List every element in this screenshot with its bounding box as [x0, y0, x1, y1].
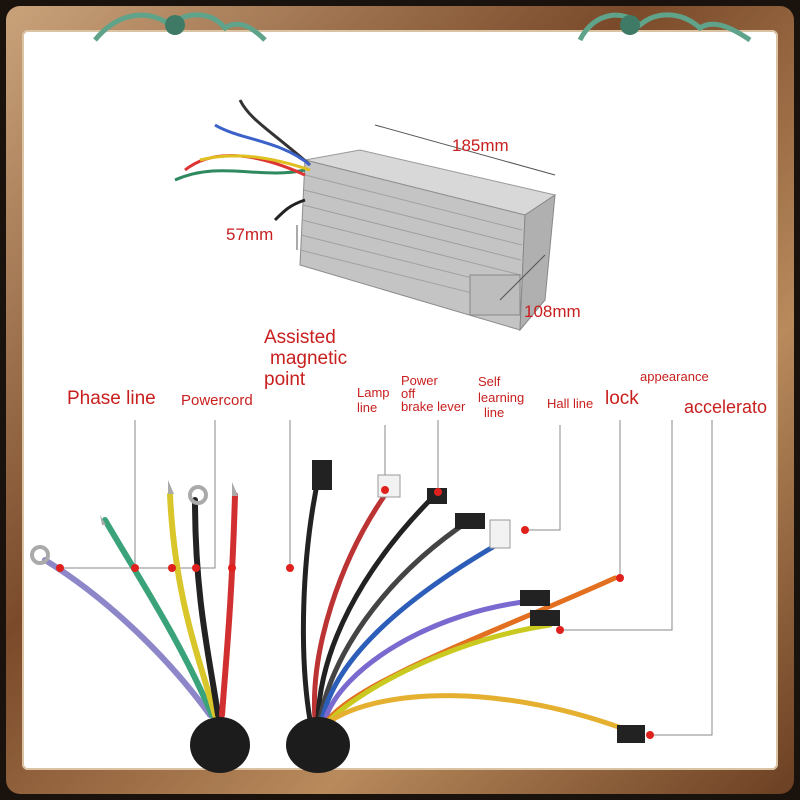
ornament-right-icon — [577, 12, 752, 43]
connector-icons — [312, 460, 645, 743]
self-learning-label-line3: line — [484, 405, 505, 420]
controller-box — [299, 149, 557, 332]
controller-wires — [174, 99, 311, 222]
appearance-label: appearance — [640, 369, 709, 384]
left-wire-bundle — [42, 492, 238, 718]
self-learning-label-line2: learning — [478, 390, 525, 405]
left-grommet — [190, 717, 250, 773]
power-label-line2: off — [401, 386, 416, 401]
phase-line-label: Phase line — [67, 388, 156, 409]
hall-line-label: Hall line — [547, 396, 594, 411]
lamp-label-line1: Lamp — [357, 385, 390, 400]
powercord-label: Powercord — [181, 392, 253, 409]
ring-terminal-icon — [30, 480, 238, 565]
power-label-line1: Power — [401, 373, 438, 388]
self-learning-label-line1: Self — [478, 374, 501, 389]
assisted-label-line3: point — [264, 369, 306, 390]
dimension-lines — [296, 124, 556, 301]
width-dimension: 108mm — [524, 302, 581, 321]
assisted-label-line2: magnetic — [270, 348, 348, 369]
lock-label: lock — [605, 388, 639, 409]
right-wire-bundle — [300, 467, 643, 738]
right-grommet — [286, 717, 350, 773]
marker-dots — [56, 486, 654, 739]
lamp-label-line2: line — [357, 400, 378, 415]
power-label-line3: brake lever — [401, 399, 466, 414]
accelerator-label: accelerato — [684, 397, 768, 417]
height-dimension: 57mm — [226, 225, 274, 244]
assisted-label-line1: Assisted — [264, 327, 336, 348]
ornament-left-icon — [93, 12, 267, 42]
length-dimension: 185mm — [452, 136, 509, 155]
